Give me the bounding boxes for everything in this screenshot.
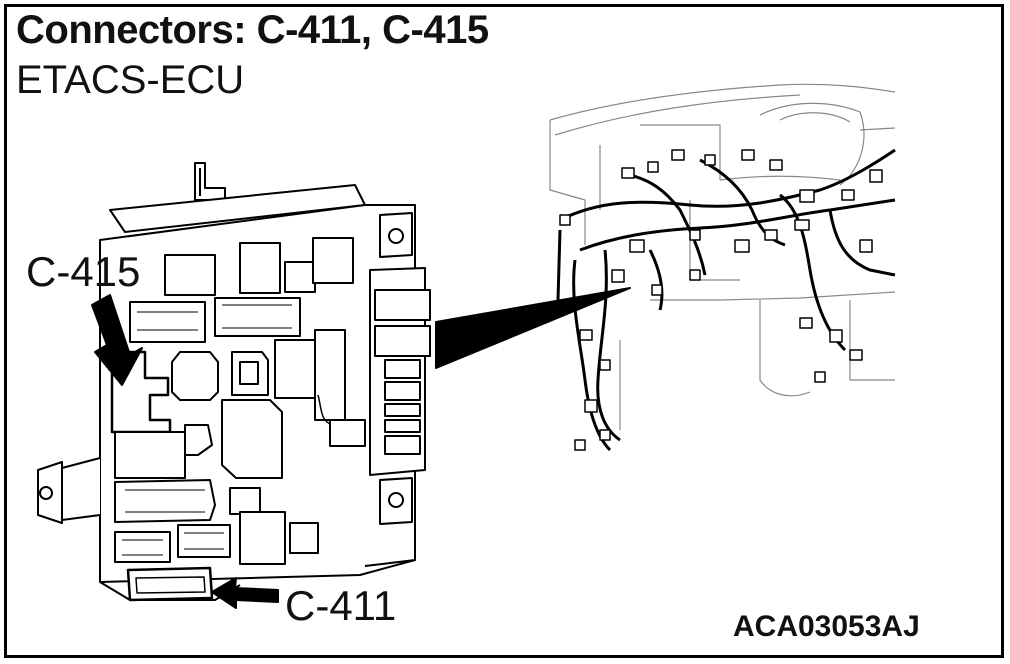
figure-id: ACA03053AJ [733,610,920,643]
c415-arrow [91,294,143,386]
etacs-ecu-unit [37,162,431,602]
diagram-title: Connectors: C-411, C-415 [16,8,489,52]
connector-label-c415: C-415 [26,248,141,295]
c411-arrow [211,577,279,609]
diagram-subtitle: ETACS-ECU [16,58,245,102]
harness-connectors [559,149,883,451]
connector-label-c411: C-411 [285,582,397,629]
dashboard-harness [549,83,896,430]
